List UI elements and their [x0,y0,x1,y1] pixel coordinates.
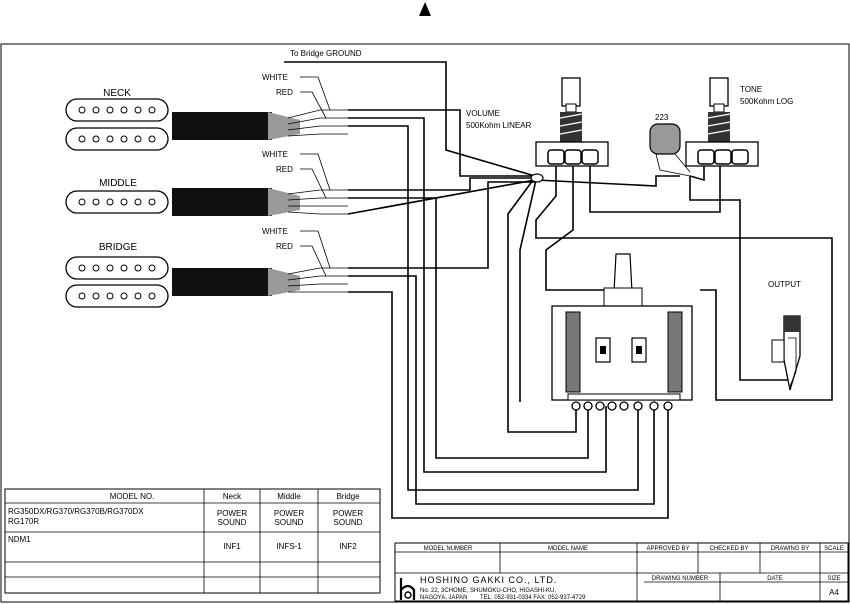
bridge-ground-label: To Bridge GROUND [290,49,362,58]
volume-spec: 500Kohm LINEAR [466,121,532,130]
middle-header: Middle [277,492,301,501]
ground-junction [530,173,544,183]
volume-pot: VOLUME 500Kohm LINEAR [466,77,609,167]
svg-text:RED: RED [276,242,293,251]
tb-model-name: MODEL NAME [548,546,588,552]
orientation-arrow-icon [419,2,431,16]
wires [284,61,833,519]
neck-pickup: NECK [65,88,300,151]
tone-title: TONE [740,85,762,94]
neck-header: Neck [223,492,242,501]
svg-text:WHITE: WHITE [262,73,288,82]
drawing-border [0,43,850,603]
tb-address-1: No. 22, 3CHOME, SHUMOKU-CHO, HIGASHI-KU, [420,588,556,594]
tb-date: DATE [767,576,783,582]
neck-label: NECK [103,88,131,99]
neck-coil-top [65,98,169,122]
tb-size-value: A4 [829,588,839,597]
bridge-coil-top [65,256,169,280]
tb-drawing-by: DRAWING BY [771,546,809,552]
tb-size: SIZE [827,576,840,582]
tb-checked-by: CHECKED BY [709,546,748,552]
bridge-coil-bottom [65,284,169,308]
svg-text:RED: RED [276,88,293,97]
model-table: MODEL NO. Neck Middle Bridge RG350DX/RG3… [4,488,381,594]
pickup-leads [287,109,348,293]
model-row2-middle: INFS-1 [276,542,302,551]
wire-labels: WHITE RED WHITE RED WHITE RED To Bridge … [262,49,362,251]
capacitor: 223 [649,113,691,177]
tone-pot: TONE 500Kohm LOG [685,77,793,167]
neck-cable-shield [268,112,300,140]
bridge-cable-shield [268,268,300,296]
tb-model-number: MODEL NUMBER [424,546,473,552]
volume-title: VOLUME [466,109,500,118]
output-jack: OUTPUT [768,280,801,391]
bridge-header: Bridge [336,492,360,501]
capacitor-code: 223 [655,113,669,122]
tb-address-2: NAGOYA, JAPAN [420,595,467,601]
output-label: OUTPUT [768,280,801,289]
tone-spec: 500Kohm LOG [740,97,793,106]
middle-cable [172,188,272,216]
middle-label: MIDDLE [99,178,137,189]
model-row1-line2: RG170R [8,517,39,526]
neck-cable [172,112,272,140]
middle-cable-shield [268,188,300,216]
wire-label-leaders [300,76,331,277]
model-header: MODEL NO. [110,492,155,501]
tb-company: HOSHINO GAKKI CO., LTD. [420,575,557,585]
tb-scale: SCALE [824,546,844,552]
model-row2-name: NDM1 [8,535,31,544]
company-logo [399,578,416,600]
bridge-cable [172,268,272,296]
title-block: MODEL NUMBER MODEL NAME APPROVED BY CHEC… [394,542,849,602]
svg-text:RED: RED [276,165,293,174]
tb-drawing-number: DRAWING NUMBER [652,576,709,582]
svg-text:WHITE: WHITE [262,150,288,159]
tb-approved-by: APPROVED BY [646,546,689,552]
neck-coil-bottom [65,127,169,151]
bridge-pickup: BRIDGE [65,242,300,308]
tb-phone: TEL: 052-931-0334 FAX: 052-937-4729 [480,595,586,601]
model-row1-line1: RG350DX/RG370/RG370B/RG370DX [8,507,144,516]
middle-pickup: MIDDLE [65,178,300,216]
bridge-label: BRIDGE [99,242,138,253]
model-row2-neck: INF1 [223,542,241,551]
middle-coil [65,190,169,214]
model-row2-bridge: INF2 [339,542,357,551]
pickup-selector-switch [551,253,693,411]
svg-text:WHITE: WHITE [262,227,288,236]
